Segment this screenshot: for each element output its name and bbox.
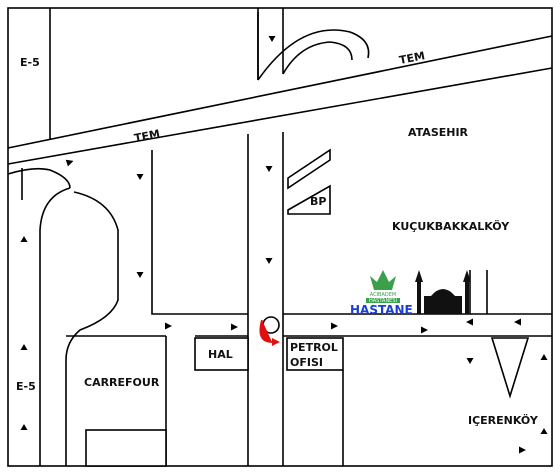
label-tem-left: TEM [133, 127, 161, 145]
hal-block [194, 337, 249, 371]
label-tem-top: TEM [398, 49, 426, 67]
label-ofisi: OFISI [290, 356, 323, 369]
label-e5-bottom: E-5 [16, 380, 36, 393]
label-kucukbakkalkoy: KUÇUKBAKKALKÖY [392, 219, 510, 233]
label-carrefour: CARREFOUR [84, 376, 160, 389]
tem-highway [7, 35, 553, 165]
north-ramp-inner [282, 41, 353, 75]
central-road [247, 132, 284, 466]
label-bp: BP [310, 195, 326, 208]
map-frame [7, 7, 553, 467]
e5-connector [7, 167, 119, 466]
hospital-logo-icon: ACIBADEM HASTANESI [366, 270, 400, 304]
bp-station [287, 184, 331, 215]
label-atasehir: ATASEHIR [408, 126, 469, 139]
label-hal: HAL [208, 348, 233, 361]
direction-arrows [20, 26, 548, 454]
bp-lane [287, 148, 331, 190]
roundabout-arrow-head [272, 338, 280, 346]
label-hastane: HASTANE [350, 303, 413, 317]
block-north-west [151, 150, 248, 315]
roundabout-arrow-icon [259, 319, 273, 343]
mosque-icon [415, 270, 471, 314]
label-e5-top: E-5 [20, 56, 40, 69]
carrefour-lower-block [85, 429, 167, 467]
petrol-block [286, 337, 344, 371]
brand-line1: ACIBADEM [370, 292, 396, 298]
label-icerenkoy: IÇERENKÖY [468, 413, 539, 427]
label-petrol: PETROL [290, 341, 338, 354]
traffic-island [490, 337, 530, 399]
brand-line2: HASTANESI [369, 298, 397, 304]
